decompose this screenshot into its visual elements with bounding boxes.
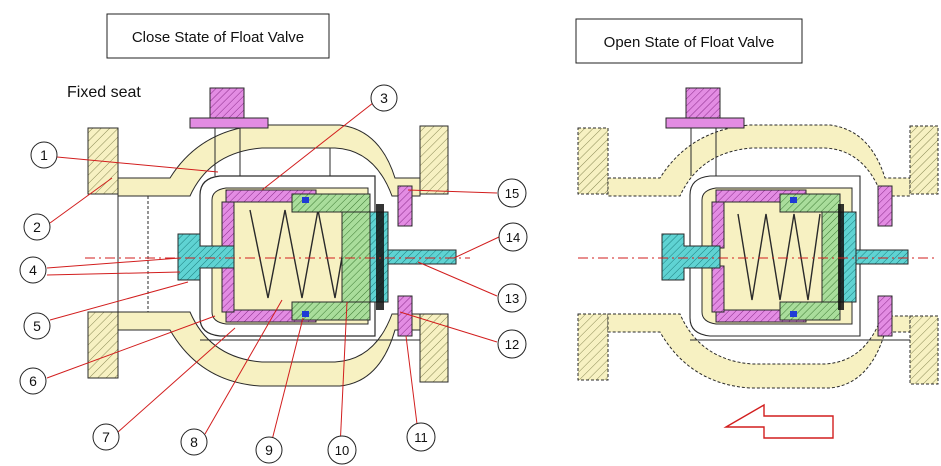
- callout-10: 10: [327, 435, 357, 465]
- valve-open: [577, 87, 939, 439]
- callout-14: 14: [498, 222, 528, 252]
- svg-text:5: 5: [33, 318, 41, 334]
- inner-cage: [199, 175, 376, 337]
- seal-ring-bottom: [302, 311, 309, 317]
- svg-text:4: 4: [29, 262, 37, 278]
- spring: [249, 209, 351, 299]
- svg-text:9: 9: [265, 442, 273, 458]
- callout-9: 9: [255, 436, 283, 464]
- svg-text:2: 2: [33, 219, 41, 235]
- piston-top: [291, 193, 371, 213]
- title-open: Open State of Float Valve: [604, 34, 775, 51]
- callout-15: 15: [497, 178, 527, 208]
- callouts: 1 2 3 4 5 6 7 8: [19, 84, 528, 465]
- callout-8: 8: [180, 428, 208, 456]
- svg-text:11: 11: [414, 430, 428, 445]
- callout-2: 2: [23, 213, 51, 241]
- svg-text:7: 7: [102, 429, 110, 445]
- seal-ring-top: [302, 197, 309, 203]
- title-close-box: Close State of Float Valve: [106, 13, 330, 59]
- callout-12: 12: [497, 329, 527, 359]
- fixed-seat-label: Fixed seat: [67, 84, 141, 101]
- inlet-flange-bottom: [87, 311, 119, 379]
- callout-6: 6: [19, 367, 47, 395]
- callout-5: 5: [23, 312, 51, 340]
- callout-1: 1: [30, 141, 58, 169]
- callout-3: 3: [370, 84, 398, 112]
- valve-closed: [85, 87, 470, 387]
- svg-text:12: 12: [505, 337, 519, 352]
- flow-direction-arrow-icon: [723, 403, 834, 439]
- svg-text:3: 3: [380, 90, 388, 106]
- svg-text:14: 14: [506, 230, 520, 245]
- svg-text:13: 13: [505, 291, 519, 306]
- gasket-bottom: [397, 295, 413, 337]
- title-close: Close State of Float Valve: [132, 29, 304, 46]
- stem: [387, 249, 457, 265]
- svg-text:6: 6: [29, 373, 37, 389]
- float-disc: [177, 233, 235, 281]
- svg-text:10: 10: [335, 443, 349, 458]
- gasket-top: [397, 185, 413, 227]
- callout-4: 4: [19, 256, 47, 284]
- svg-text:1: 1: [40, 147, 48, 163]
- svg-text:15: 15: [505, 186, 519, 201]
- callout-13: 13: [497, 283, 527, 313]
- callout-leaders: [46, 102, 500, 449]
- piston-bottom: [291, 301, 371, 321]
- title-open-box: Open State of Float Valve: [575, 18, 803, 64]
- outlet-flange-top: [419, 125, 449, 195]
- svg-text:8: 8: [190, 434, 198, 450]
- callout-11: 11: [406, 422, 436, 452]
- callout-7: 7: [92, 423, 120, 451]
- outlet-flange-bottom: [419, 313, 449, 383]
